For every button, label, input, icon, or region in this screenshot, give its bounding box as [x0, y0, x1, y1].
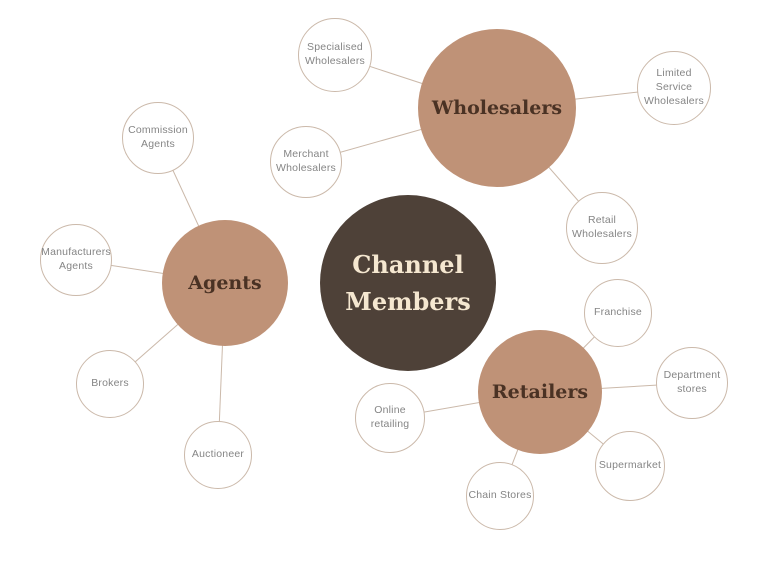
node-manufacturers-agents-label: Manufacturers Agents: [41, 246, 111, 272]
node-auctioneer: Auctioneer: [184, 421, 252, 489]
node-supermarket: Supermarket: [595, 431, 665, 501]
node-online-retailing: Online retailing: [355, 383, 425, 453]
node-department-stores-label: Department stores: [663, 369, 721, 395]
node-commission-agents: Commission Agents: [122, 102, 194, 174]
node-retailers-label: Retailers: [491, 381, 589, 403]
node-online-retailing-label: Online retailing: [370, 404, 410, 430]
node-commission-agents-label: Commission Agents: [128, 124, 188, 150]
node-supermarket-label: Supermarket: [598, 459, 662, 472]
node-retailers: Retailers: [478, 330, 602, 454]
node-wholesalers: Wholesalers: [418, 29, 576, 187]
node-channel-members-label: Channel Members: [345, 249, 471, 316]
node-department-stores: Department stores: [656, 347, 728, 419]
node-limited-service-wholesalers-label: Limited Service Wholesalers: [644, 67, 704, 107]
node-auctioneer-label: Auctioneer: [191, 448, 245, 461]
node-manufacturers-agents: Manufacturers Agents: [40, 224, 112, 296]
node-brokers-label: Brokers: [91, 377, 129, 390]
node-retail-wholesalers-label: Retail Wholesalers: [572, 214, 632, 240]
node-merchant-wholesalers: Merchant Wholesalers: [270, 126, 342, 198]
node-chain-stores: Chain Stores: [466, 462, 534, 530]
node-wholesalers-label: Wholesalers: [431, 97, 563, 119]
node-limited-service-wholesalers: Limited Service Wholesalers: [637, 51, 711, 125]
node-chain-stores-label: Chain Stores: [468, 489, 532, 502]
node-retail-wholesalers: Retail Wholesalers: [566, 192, 638, 264]
node-merchant-wholesalers-label: Merchant Wholesalers: [276, 148, 336, 174]
node-specialised-wholesalers: Specialised Wholesalers: [298, 18, 372, 92]
node-franchise-label: Franchise: [594, 306, 642, 319]
node-franchise: Franchise: [584, 279, 652, 347]
node-specialised-wholesalers-label: Specialised Wholesalers: [305, 41, 365, 67]
node-agents: Agents: [162, 220, 288, 346]
node-channel-members: Channel Members: [320, 195, 496, 371]
node-agents-label: Agents: [188, 272, 262, 294]
node-brokers: Brokers: [76, 350, 144, 418]
